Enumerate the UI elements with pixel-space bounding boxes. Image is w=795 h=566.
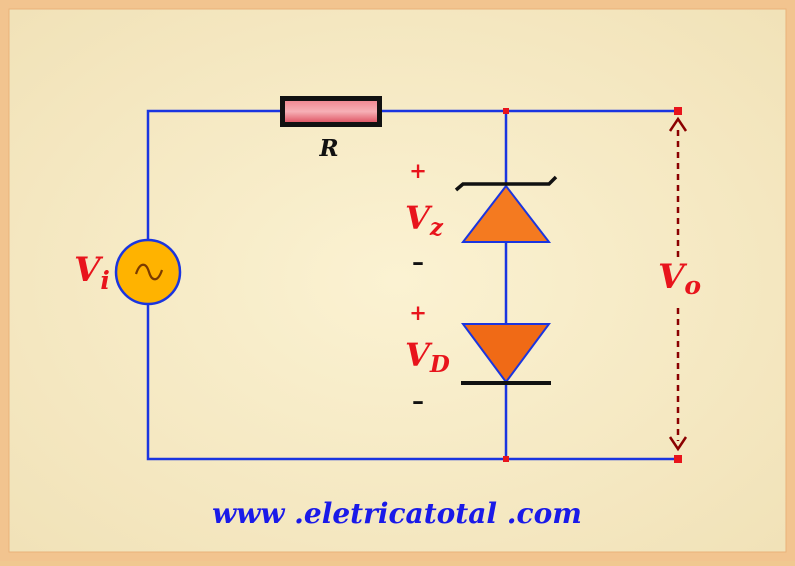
node-top-right [674, 107, 682, 115]
output-voltage-label: Vo [658, 257, 701, 300]
node-bottom-middle [503, 456, 509, 462]
diode-icon [461, 323, 551, 385]
resistor-icon [280, 96, 382, 127]
zener-voltage-label: Vz [405, 199, 444, 241]
website-link[interactable]: www .eletricatotal .com [212, 497, 582, 530]
source-voltage-label: Vi [74, 250, 110, 295]
wire-bottom [146, 303, 678, 461]
resistor-label: R [318, 135, 338, 162]
zener-minus-sign: – [412, 247, 424, 276]
diode-voltage-label: VD [405, 336, 450, 378]
output-voltage-arrow [668, 116, 688, 452]
diode-minus-sign: – [412, 386, 424, 415]
circuit-nodes [503, 107, 682, 463]
wire-left-top [146, 109, 280, 241]
node-bottom-right [674, 455, 682, 463]
circuit-wires [146, 109, 678, 461]
zener-plus-sign: + [409, 158, 427, 183]
ac-sine-source-icon [114, 238, 182, 306]
zener-diode-icon [454, 175, 558, 243]
diode-plus-sign: + [409, 300, 427, 325]
node-top-middle [503, 108, 509, 114]
